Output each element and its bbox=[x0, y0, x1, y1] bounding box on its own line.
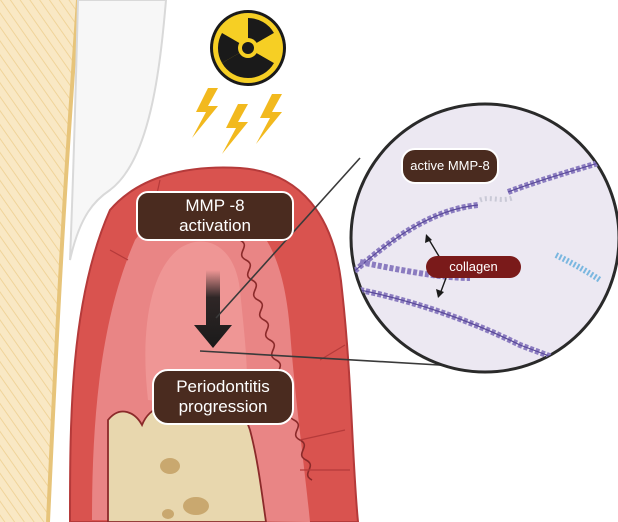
bone-pore bbox=[160, 458, 180, 474]
mmp-activation-line2: activation bbox=[179, 216, 251, 236]
collagen-label: collagen bbox=[426, 256, 521, 278]
periodontitis-progression-label: Periodontitis progression bbox=[152, 369, 294, 425]
lightning-bolt-icon bbox=[222, 104, 248, 154]
bone-pore bbox=[183, 497, 209, 515]
lightning-bolt-icon bbox=[192, 88, 218, 138]
radiation-trefoil-icon bbox=[210, 10, 286, 86]
periodontitis-line1: Periodontitis bbox=[176, 377, 270, 397]
mmp-activation-line1: MMP -8 bbox=[185, 196, 244, 216]
lightning-bolt-icon bbox=[256, 94, 282, 144]
tooth-root bbox=[0, 0, 78, 522]
bone-pore bbox=[162, 509, 174, 519]
inset-circle bbox=[351, 104, 618, 372]
periodontitis-line2: progression bbox=[179, 397, 268, 417]
active-mmp8-label: active MMP-8 bbox=[401, 148, 499, 184]
mmp-activation-label: MMP -8 activation bbox=[136, 191, 294, 241]
